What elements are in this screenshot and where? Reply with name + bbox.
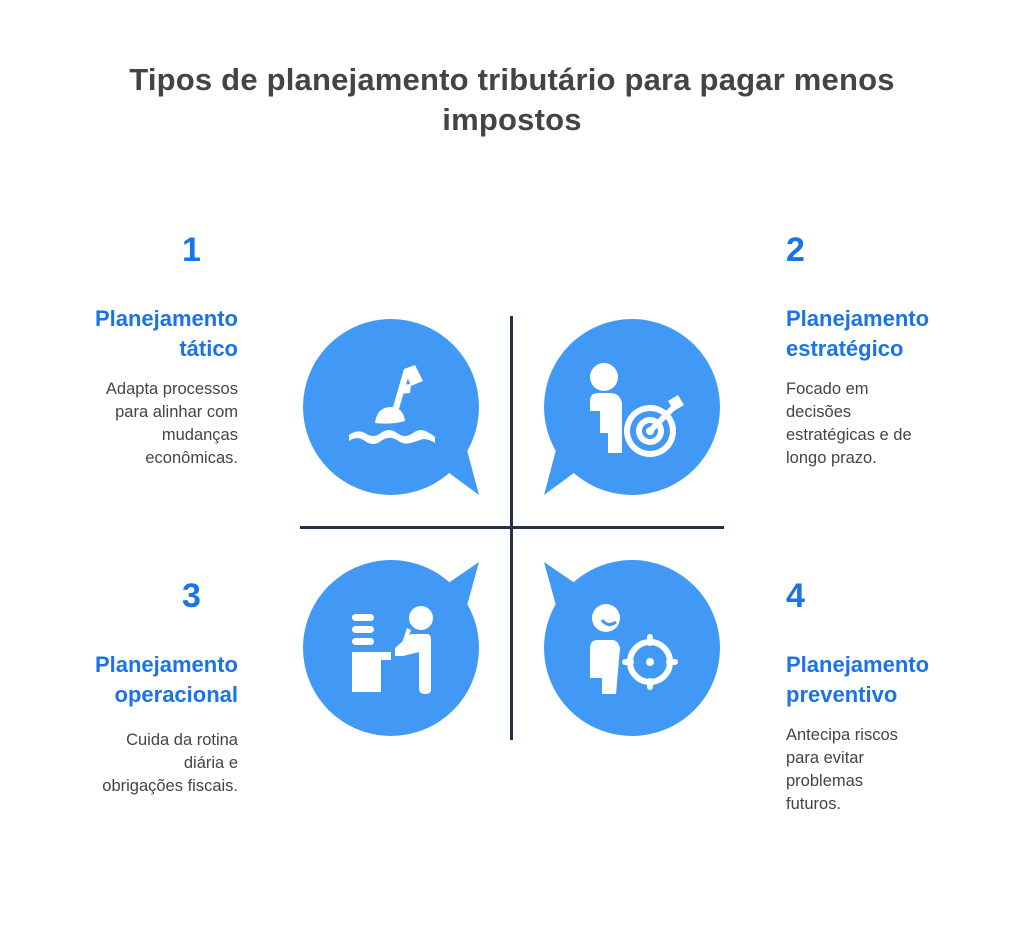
desc-line: decisões	[786, 403, 852, 421]
item-1-number: 1	[182, 231, 201, 269]
speech-bubble-2	[544, 319, 720, 495]
item-4-description: Antecipa riscos para evitar problemas fu…	[786, 724, 986, 816]
item-4-heading-line2: preventivo	[786, 682, 898, 707]
person-desk-writing-icon	[352, 606, 433, 694]
item-4-heading: Planejamento preventivo	[786, 650, 996, 710]
desc-line: para alinhar com	[115, 403, 238, 421]
item-1-description: Adapta processos para alinhar com mudanç…	[40, 378, 238, 470]
item-2-number: 2	[786, 231, 805, 269]
item-2-heading-line1: Planejamento	[786, 306, 930, 331]
desc-line: econômicas.	[145, 449, 238, 467]
person-target-arrow-icon	[590, 363, 684, 457]
item-1-heading: Planejamento tático	[40, 304, 238, 364]
item-4-heading-line1: Planejamento	[786, 652, 930, 677]
item-2-heading: Planejamento estratégico	[786, 304, 996, 364]
person-crosshair-icon	[590, 604, 678, 694]
desc-line: futuros.	[786, 795, 842, 813]
buoy-flag-icon	[349, 365, 435, 444]
item-1-heading-line2: tático	[179, 336, 238, 361]
desc-line: mudanças	[161, 426, 238, 444]
desc-line: obrigações fiscais.	[102, 777, 238, 795]
desc-line: Antecipa riscos	[786, 726, 898, 744]
desc-line: diária e	[183, 754, 238, 772]
desc-line: problemas	[786, 772, 864, 790]
desc-line: Adapta processos	[105, 380, 238, 398]
desc-line: estratégicas e de	[786, 426, 912, 444]
desc-line: longo prazo.	[786, 449, 877, 467]
item-4-number: 4	[786, 577, 805, 615]
item-2-description: Focado em decisões estratégicas e de lon…	[786, 378, 986, 470]
item-3-number: 3	[182, 577, 201, 615]
item-3-description: Cuida da rotina diária e obrigações fisc…	[20, 729, 238, 798]
item-3-heading-line1: Planejamento	[94, 652, 238, 677]
desc-line: Focado em	[786, 380, 869, 398]
speech-bubble-4	[544, 560, 720, 736]
item-3-heading-line2: operacional	[114, 682, 238, 707]
speech-bubble-1	[303, 319, 479, 495]
horizontal-divider	[300, 526, 724, 529]
desc-line: Cuida da rotina	[126, 731, 238, 749]
desc-line: para evitar	[786, 749, 864, 767]
page-title: Tipos de planejamento tributário para pa…	[129, 62, 895, 137]
item-1-heading-line1: Planejamento	[94, 306, 238, 331]
item-2-heading-line2: estratégico	[786, 336, 904, 361]
speech-bubble-3	[303, 560, 479, 736]
item-3-heading: Planejamento operacional	[20, 650, 238, 710]
